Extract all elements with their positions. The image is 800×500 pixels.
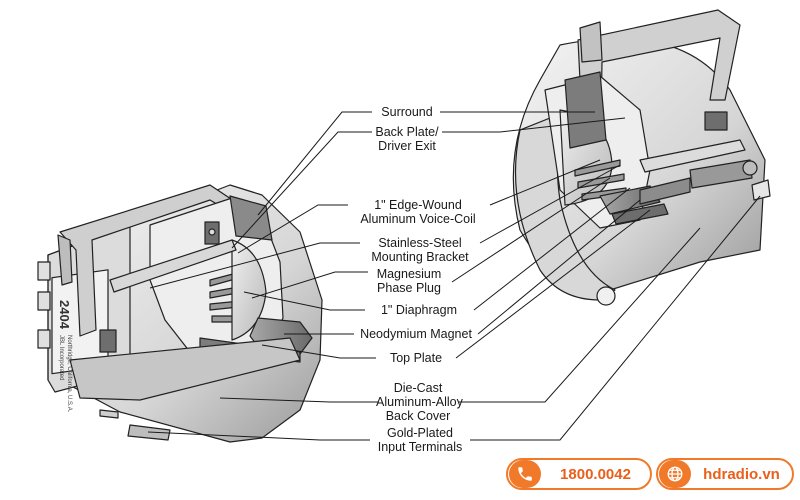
label-back-plate-line1: Back Plate/ [375,125,439,139]
right-driver-illustration [512,9,771,306]
label-back-cover-line3: Back Cover [385,409,451,423]
label-surround-text: Surround [381,105,433,119]
model-number-text: 2404 [57,300,72,330]
label-diaphragm-text: 1" Diaphragm [380,303,457,317]
website-badge[interactable]: hdradio.vn [656,458,794,490]
label-top-plate: Top Plate [376,351,456,365]
left-driver-illustration: 2404 JBL Incorporated Northridge, Califo… [37,184,323,443]
website-url: hdradio.vn [703,465,780,483]
label-bracket-line1: Stainless-Steel [378,236,462,250]
label-magnet: Neodymium Magnet [354,327,478,341]
phone-number: 1800.0042 [560,465,631,483]
label-magnet-text: Neodymium Magnet [360,327,472,341]
label-terminals-line1: Gold-Plated [386,426,453,440]
label-diaphragm: 1" Diaphragm [364,303,474,317]
left-diaphragm [231,239,267,341]
label-back-cover: Die-Cast Aluminum-Alloy Back Cover [376,381,463,423]
phone-icon [509,460,541,488]
phone-badge[interactable]: 1800.0042 [506,458,652,490]
label-voice-coil-line2: Aluminum Voice-Coil [360,212,476,226]
label-top-plate-text: Top Plate [389,351,443,365]
label-terminals-line2: Input Terminals [377,440,463,454]
maker-line-1: JBL Incorporated [58,335,64,380]
label-phase-plug-line2: Phase Plug [377,281,441,295]
label-mounting-bracket: Stainless-Steel Mounting Bracket [360,236,480,264]
label-bracket-line2: Mounting Bracket [371,250,469,264]
label-back-plate: Back Plate/ Driver Exit [372,125,442,153]
right-screws [639,111,758,205]
label-back-plate-line2: Driver Exit [378,139,436,153]
label-phase-plug-line1: Magnesium [376,267,442,281]
leader-lines [147,111,761,441]
label-surround: Surround [372,105,442,119]
label-phase-plug: Magnesium Phase Plug [366,267,452,295]
label-voice-coil: 1" Edge-Wound Aluminum Voice-Coil [346,198,490,226]
left-mounting-bracket [59,184,241,337]
label-back-cover-line1: Die-Cast [393,381,443,395]
maker-line-2: Northridge, California, U.S.A. [66,335,72,413]
label-back-cover-line2: Aluminum-Alloy [376,395,463,409]
label-voice-coil-line1: 1" Edge-Wound [374,198,462,212]
globe-icon [659,460,691,488]
label-input-terminals: Gold-Plated Input Terminals [368,426,472,454]
